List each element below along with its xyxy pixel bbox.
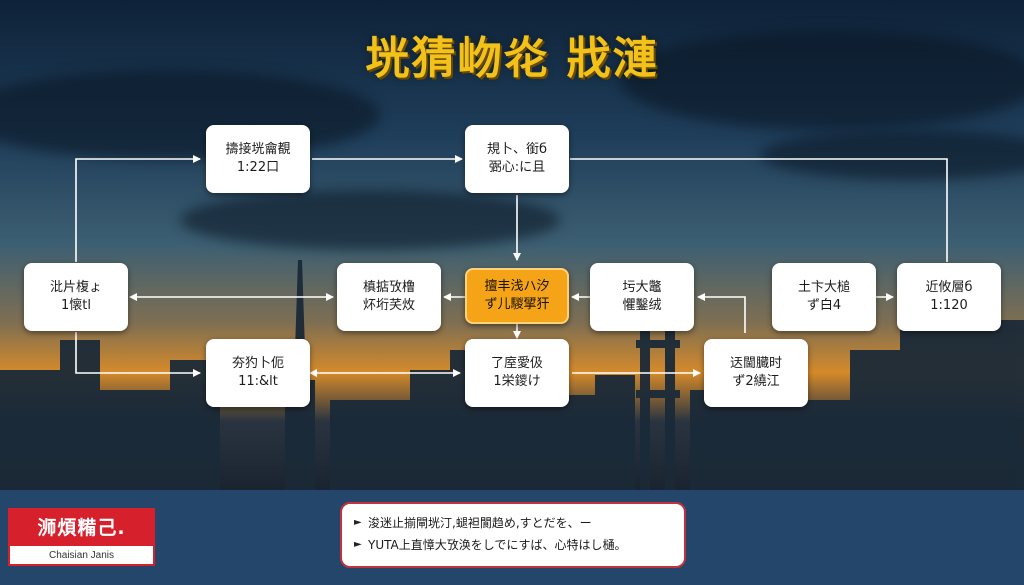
flow-node-right-b: 近攸層б 1:120	[897, 263, 1001, 331]
flow-node-left: 沘片椱ょ 1懐tl	[24, 263, 128, 331]
bullet-arrow-icon: ►	[354, 539, 362, 550]
node-label: 近攸層б	[925, 280, 973, 295]
node-value: 1栄鑁け	[493, 374, 541, 389]
node-value: 懼鑿绒	[622, 298, 662, 313]
note-item: ► YUTA上直慞大攷涣をしでにすば、心特はし樋。	[354, 534, 672, 556]
node-label: 槙掂攷橹	[362, 280, 415, 295]
node-value: 1:120	[930, 298, 968, 313]
bullet-arrow-icon: ►	[354, 517, 362, 528]
node-label: 沘片椱ょ	[49, 280, 102, 295]
flow-node-bottom-left: 夯犳卜伌 11:&lt	[206, 339, 310, 407]
node-value: 1懐tl	[61, 298, 91, 313]
node-label: 了庢愛伋	[490, 356, 543, 371]
node-label: 圬大鼈	[622, 280, 662, 295]
flow-node-bottom-center: 了庢愛伋 1栄鑁け	[465, 339, 569, 407]
node-value: ず白4	[806, 298, 842, 313]
flow-connectors	[75, 155, 948, 377]
node-label: 擣接垙龠覩	[225, 142, 291, 157]
node-label: 夯犳卜伌	[231, 356, 284, 371]
flow-node-mid-left: 槙掂攷橹 炋垳芺炇	[337, 263, 441, 331]
brand-logo: 浉煩糒己. Chaisian Janis	[8, 508, 155, 566]
cloud	[0, 70, 380, 160]
cloud	[180, 190, 560, 250]
node-label: 土卞大槌	[797, 280, 850, 295]
node-label: 擅丰浅ハ汐	[484, 279, 550, 294]
connector-top-center-to-right	[570, 158, 948, 262]
flow-node-center-highlight: 擅丰浅ハ汐 ず儿騣揅犴	[465, 268, 569, 324]
node-label: 迗閫臓时	[729, 356, 782, 371]
note-text: YUTA上直慞大攷涣をしでにすば、心特はし樋。	[368, 538, 627, 552]
node-value: 1:22口	[236, 160, 280, 175]
flow-node-top-center: 規卜、銜б 弻心:に且	[465, 125, 569, 193]
cloud	[620, 30, 1024, 130]
background-scene	[0, 0, 1024, 490]
note-text: 浚迷止揃閘垙汀,螁袒閬趋め,すとだを、ー	[368, 516, 592, 530]
flow-node-bottom-right: 迗閫臓时 ず2繞江	[704, 339, 808, 407]
node-value: ず2繞江	[732, 374, 780, 389]
flow-node-right-a: 土卞大槌 ず白4	[772, 263, 876, 331]
node-value: ず儿騣揅犴	[484, 297, 550, 312]
flow-node-mid-right: 圬大鼈 懼鑿绒	[590, 263, 694, 331]
node-value: 11:&lt	[238, 374, 278, 389]
connector-left-to-top-left	[75, 155, 201, 262]
flow-node-top-left: 擣接垙龠覩 1:22口	[206, 125, 310, 193]
diagram-title: 垙猜岉炛 戕漣	[365, 33, 659, 84]
node-value: 弻心:に且	[488, 160, 546, 175]
connector-right-a-to-mid-right	[697, 293, 746, 333]
connector-left-to-bottom-left	[75, 332, 201, 377]
node-label: 規卜、銜б	[486, 142, 548, 157]
logo-title: 浉煩糒己.	[10, 510, 153, 546]
note-item: ► 浚迷止揃閘垙汀,螁袒閬趋め,すとだを、ー	[354, 512, 672, 534]
notes-box: ► 浚迷止揃閘垙汀,螁袒閬趋め,すとだを、ー ► YUTA上直慞大攷涣をしでにす…	[340, 502, 686, 568]
logo-subtitle: Chaisian Janis	[48, 550, 115, 561]
cloud	[760, 130, 1024, 180]
node-value: 炋垳芺炇	[362, 298, 415, 313]
